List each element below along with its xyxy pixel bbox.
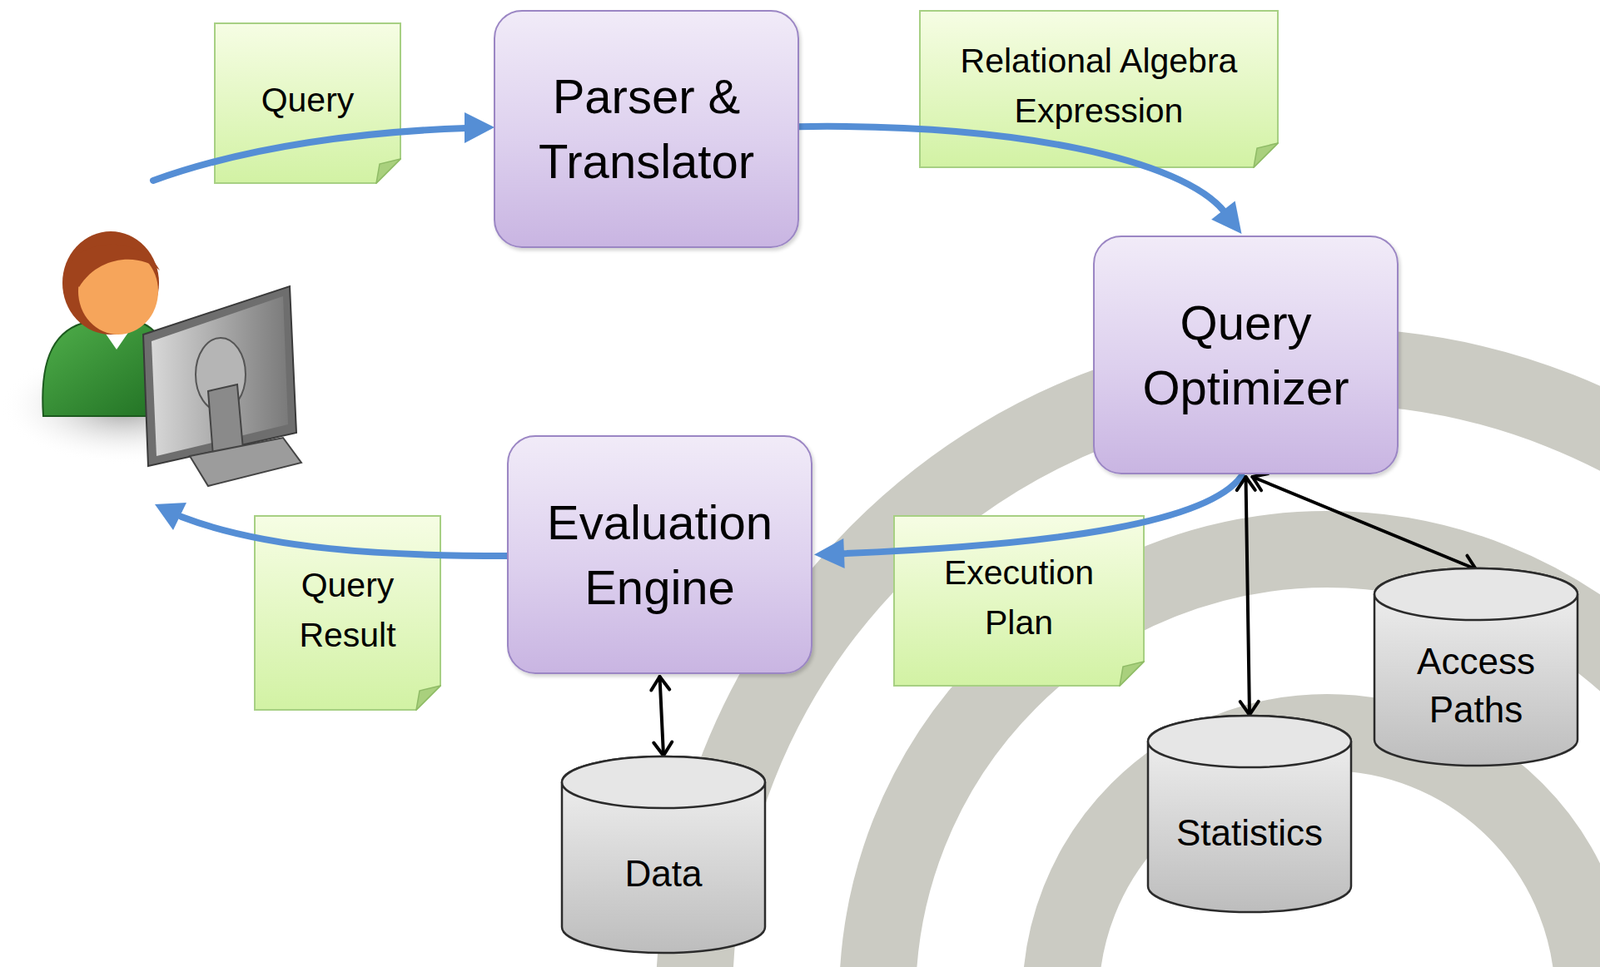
sticky-note-body [214,23,401,184]
access-arrow [1237,477,1259,716]
cylinder-top [1374,568,1578,621]
watermark-arc [694,366,1600,967]
watermark-arcs [694,366,1600,967]
monitor-face [151,296,289,457]
monitor-stand [208,384,244,457]
person-hair [62,231,160,335]
box-title: Parser & Translator [515,64,778,194]
cylinder-body [1374,568,1578,766]
process-box: Parser & Translator [493,9,800,249]
database-cylinder: Data [560,755,767,955]
database-cylinder: Access Paths [1372,566,1580,768]
connector-line [660,676,665,756]
access-arrow [650,676,672,756]
arrow-head [1460,556,1476,573]
cylinder-body [1147,715,1352,913]
store-name: Access Paths [1372,637,1580,735]
edge-label: Relational Algebra Expression [934,35,1264,136]
arrow-head [464,112,495,144]
arrow-head [154,502,187,531]
connector-line [1246,477,1251,716]
note-label: Query [261,74,355,125]
monitor-base [189,437,302,487]
store-name: Data [616,849,711,899]
access-arrow [1252,473,1477,573]
person-fringe [66,244,160,288]
query-arrow [153,128,467,181]
user-illustration [0,0,317,500]
arrow-head [814,538,845,569]
sticky-note-fold [1253,143,1278,168]
sticky-note-fold [1119,661,1144,686]
arrow-head [1240,701,1259,716]
flow-arrow [797,126,1243,234]
note-label: Query Result [268,560,427,661]
connector-line [797,126,1226,214]
cylinder-shape [560,755,767,955]
store-name: Statistics [1167,809,1332,858]
cylinder-shape [1372,566,1580,768]
connector-line [840,476,1243,554]
arrow-head [1252,473,1269,491]
connector-line [1252,477,1477,570]
sticky-note-body [919,10,1278,168]
cylinder-shape [1146,714,1353,915]
process-box: Evaluation Engine [506,435,813,675]
box-title: Evaluation Engine [528,490,791,621]
arrow-head [1211,201,1242,234]
database-cylinder: Statistics [1146,714,1353,915]
sticky-note-fold [376,159,401,184]
edge-label: Execution Plan [908,547,1130,648]
watermark-arc [1060,732,1594,967]
box-title: Query Optimizer [1114,290,1377,421]
sticky-note-fold [416,685,441,711]
arrow-head [653,741,672,756]
sticky-note-shape [919,9,1279,169]
result-arrow [181,516,507,557]
arrow-head [650,676,670,691]
cylinder-top [561,756,766,809]
sticky-note: Relational Algebra Expression [919,9,1279,169]
flow-arrow [814,476,1243,569]
cylinder-top [1147,715,1352,768]
sticky-note: Query [213,22,402,184]
process-box: Query Optimizer [1093,235,1399,475]
cylinder-body [561,756,766,954]
